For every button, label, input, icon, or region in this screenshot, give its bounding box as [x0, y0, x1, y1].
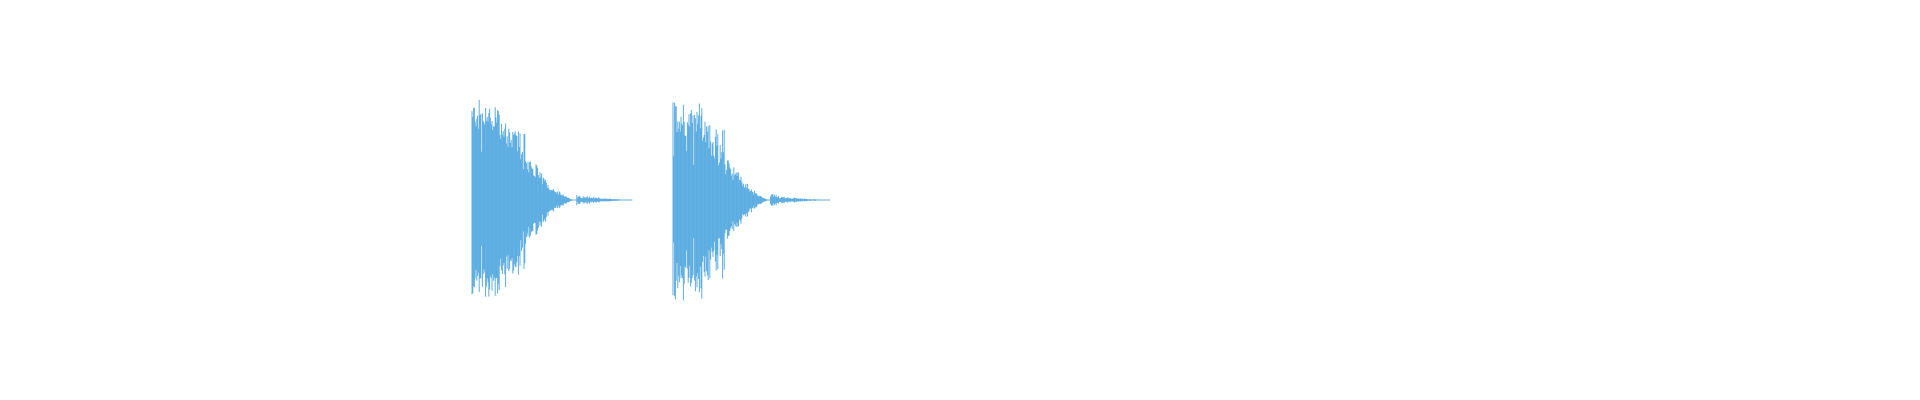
waveform-burst-1 [471, 99, 633, 297]
waveform-burst-2 [672, 102, 831, 301]
